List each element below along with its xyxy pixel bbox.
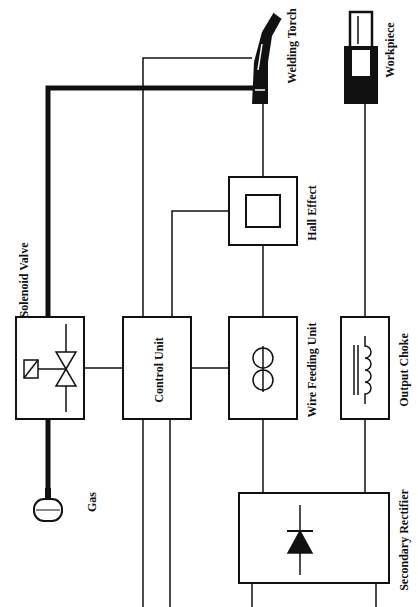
welding-torch bbox=[252, 12, 282, 104]
rectifier-box: Secondary Rectifier bbox=[238, 492, 390, 584]
part-label: Welding Torch bbox=[286, 8, 298, 83]
input-lead bbox=[375, 584, 377, 607]
connector-wire bbox=[172, 211, 228, 316]
box-label: Secondary Rectifier bbox=[398, 489, 410, 591]
connector-wire bbox=[85, 367, 122, 369]
supply-wire bbox=[142, 420, 144, 607]
input-lead bbox=[251, 584, 253, 607]
sensor-box: Hall Effect bbox=[228, 176, 298, 246]
gas-cylinder bbox=[34, 488, 62, 521]
inductor-symbol bbox=[354, 336, 371, 404]
connector-wire bbox=[262, 420, 264, 492]
weld-cable bbox=[262, 104, 264, 176]
connector-wire bbox=[364, 420, 366, 492]
trigger-wire bbox=[143, 58, 252, 316]
supply-wire bbox=[169, 420, 171, 607]
workpiece bbox=[344, 12, 378, 104]
choke-box: Output Choke bbox=[340, 316, 390, 420]
return-cable bbox=[364, 104, 366, 316]
box-label: Output Choke bbox=[398, 333, 410, 407]
gas-hose bbox=[48, 88, 256, 316]
feeder-box: Wire Feeding Unit bbox=[228, 316, 298, 420]
wire-reel-symbol bbox=[253, 346, 273, 392]
box-title: Control Unit bbox=[153, 337, 165, 402]
diode-symbol bbox=[287, 505, 313, 575]
box-label: Wire Feeding Unit bbox=[306, 323, 318, 418]
gas-hose bbox=[46, 420, 51, 492]
part-label: Workpiece bbox=[384, 22, 396, 77]
valve-symbol bbox=[24, 324, 76, 412]
box-label: Hall Effect bbox=[306, 185, 318, 241]
hall-sensor-symbol bbox=[246, 195, 280, 227]
control-box: Control Unit bbox=[122, 316, 192, 420]
valve-box: Solenoid Valve bbox=[15, 316, 85, 420]
connector-wire bbox=[192, 367, 228, 369]
part-label: Gas bbox=[86, 492, 98, 512]
box-label: Solenoid Valve bbox=[18, 242, 30, 317]
connector-wire bbox=[262, 246, 264, 316]
